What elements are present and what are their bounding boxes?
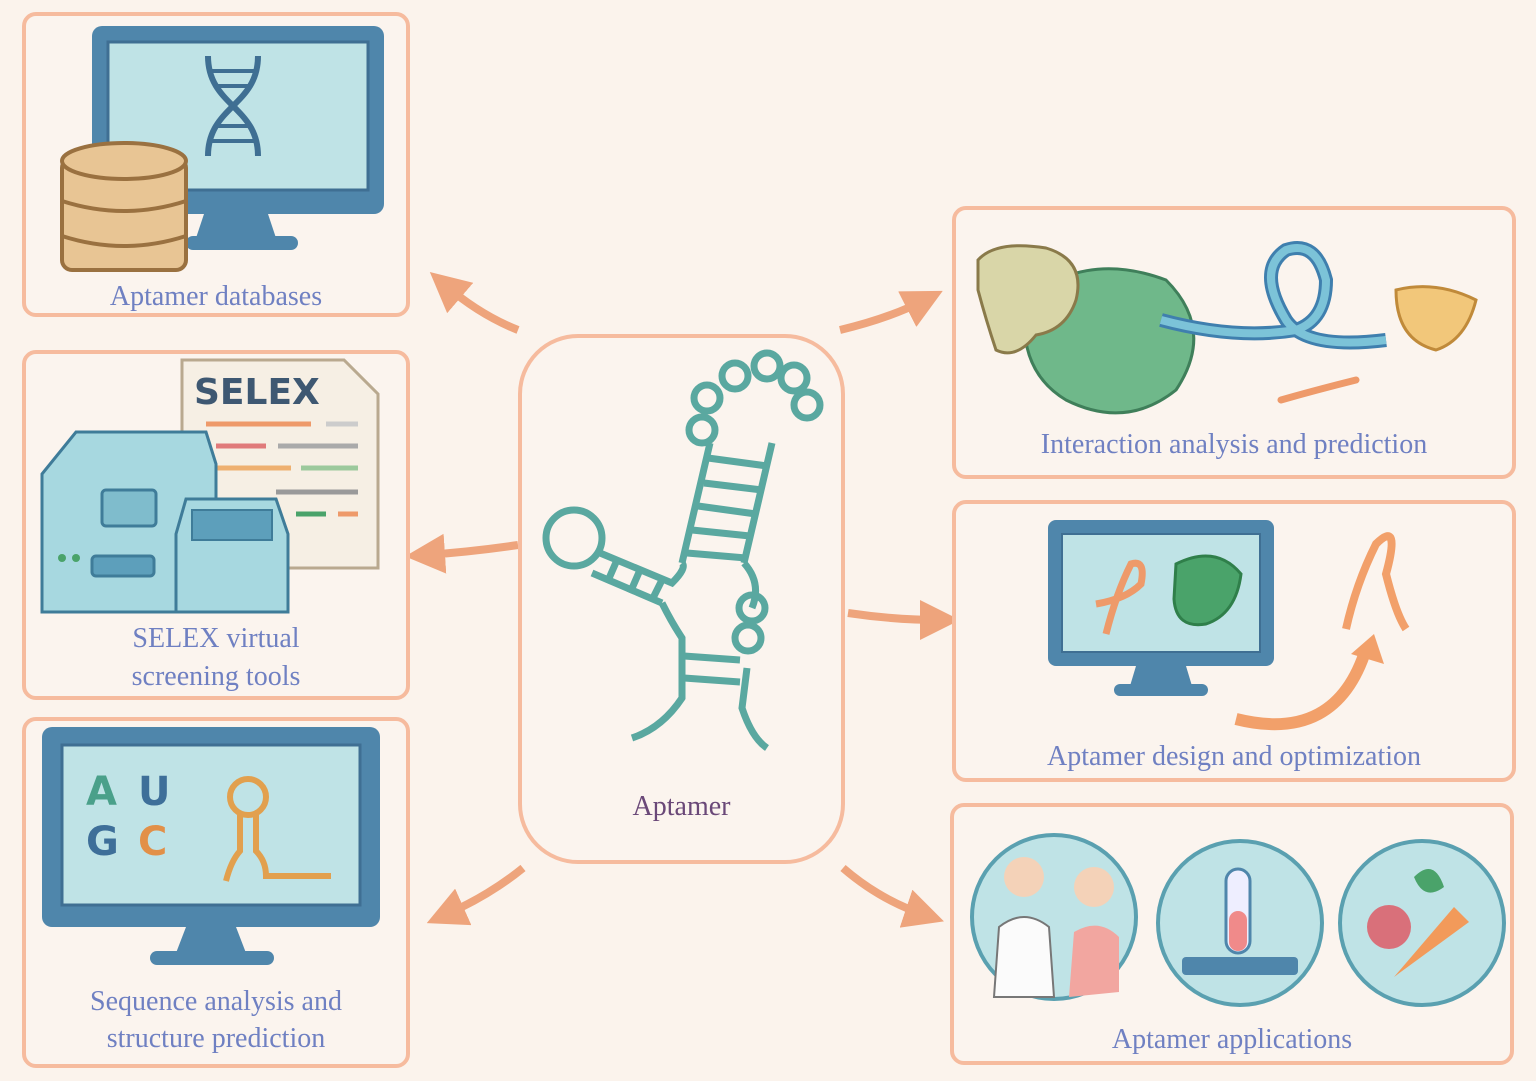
selex-machine-illustration: SELEX <box>40 358 380 614</box>
applications-illustration <box>970 833 1506 1007</box>
arrow-to-selex <box>405 533 519 574</box>
arrow-to-interaction <box>839 290 943 334</box>
monitor-dna-database-illustration <box>60 26 384 272</box>
panel-label: Aptamer applications <box>1111 1024 1353 1055</box>
panel-sequence-analysis: A U G C Sequence analysis and structure … <box>22 717 410 1068</box>
doctor-patient-icon <box>970 833 1138 1001</box>
panel-applications: Aptamer applications <box>950 803 1514 1065</box>
hairpin-icon <box>223 776 331 882</box>
panel-label-line-1: SELEX virtual <box>132 623 300 654</box>
test-tube-icon <box>1156 839 1324 1007</box>
center-aptamer-node: Aptamer <box>518 334 845 864</box>
dna-icon <box>205 55 261 157</box>
database-icon <box>60 141 188 272</box>
panel-label: Interaction analysis and prediction <box>1040 429 1428 460</box>
center-label: Aptamer <box>632 791 731 822</box>
base-c: C <box>138 819 167 865</box>
arrow-to-sequence <box>426 864 526 926</box>
panel-selex-tools: SELEX SELEX virtual screening tools <box>22 350 410 700</box>
arrow-to-design <box>847 599 960 640</box>
monitor-rna-structure-illustration: A U G C <box>42 727 380 965</box>
panel-label-line-1: Sequence analysis and <box>90 986 342 1017</box>
selex-document-title: SELEX <box>194 372 320 413</box>
base-u: U <box>138 769 170 815</box>
panel-label: Aptamer design and optimization <box>1046 741 1422 772</box>
panel-label-line-2: screening tools <box>131 661 301 692</box>
protein-aptamer-binding-illustration <box>976 241 1478 415</box>
arrow-to-databases <box>429 271 520 334</box>
vegetables-icon <box>1338 839 1506 1007</box>
panel-design-optimization: Aptamer design and optimization <box>952 500 1516 782</box>
panel-aptamer-databases: Aptamer databases <box>22 12 410 317</box>
panel-interaction-analysis: Interaction analysis and prediction <box>952 206 1516 479</box>
arrow-to-applications <box>840 864 944 928</box>
base-g: G <box>86 819 119 865</box>
design-monitor-illustration <box>1048 520 1410 731</box>
aptamer-structure-icon <box>542 349 824 751</box>
panel-label-line-2: structure prediction <box>106 1023 326 1054</box>
panel-label: Aptamer databases <box>109 281 323 312</box>
base-a: A <box>86 769 117 815</box>
